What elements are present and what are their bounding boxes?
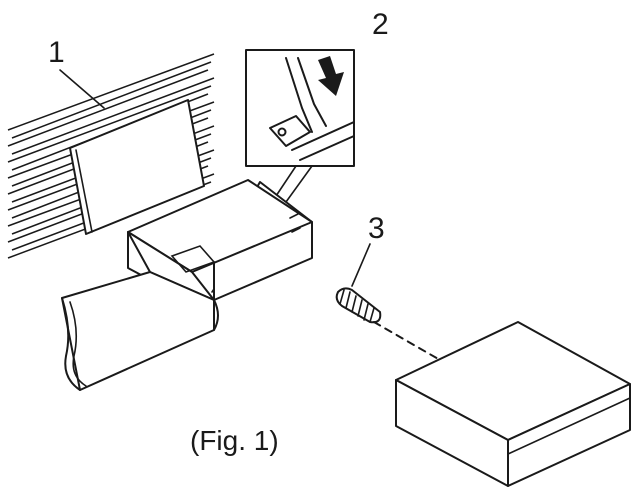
head-unit-faceplate-edge bbox=[507, 397, 631, 455]
dashboard-panel bbox=[7, 53, 215, 259]
detail-inset-hole bbox=[277, 127, 287, 137]
dashboard-hatch-line bbox=[7, 69, 209, 147]
mounting-bolt-guide-line bbox=[373, 321, 441, 361]
dashboard-opening bbox=[69, 99, 205, 235]
callout-1: 1 bbox=[48, 36, 65, 69]
mounting-sleeve bbox=[127, 179, 313, 301]
mounting-bolt-body bbox=[335, 287, 382, 324]
dashboard-shelf-inner-edge bbox=[69, 301, 87, 387]
detail-inset-sleeve-edge bbox=[291, 121, 355, 161]
mounting-bolt-threads bbox=[339, 289, 375, 323]
arrow-down-icon bbox=[318, 56, 344, 96]
detail-inset-frame bbox=[245, 49, 355, 167]
mounting-sleeve-tab bbox=[170, 245, 216, 273]
callout-leader-1 bbox=[59, 69, 105, 109]
mounting-bolt bbox=[335, 243, 441, 361]
dashboard-hatch-line bbox=[11, 77, 215, 155]
dashboard-shelf bbox=[61, 271, 219, 391]
head-unit-side bbox=[507, 383, 631, 487]
detail-inset bbox=[211, 49, 355, 297]
detail-inset-tool bbox=[285, 57, 327, 133]
dashboard-hatch-line bbox=[11, 61, 212, 139]
mounting-sleeve-slot bbox=[289, 213, 301, 233]
detail-inset-tab bbox=[269, 115, 311, 147]
callout-3: 3 bbox=[368, 212, 385, 245]
dashboard-shelf-right-edge bbox=[213, 299, 219, 331]
callout-2: 2 bbox=[372, 8, 389, 41]
dashboard-shelf-left-edge bbox=[61, 297, 81, 391]
dashboard-hatch-line bbox=[7, 85, 212, 163]
head-unit bbox=[395, 321, 631, 487]
figure-caption: (Fig. 1) bbox=[190, 425, 279, 456]
dashboard-hatch-line bbox=[7, 53, 215, 131]
dashboard-shelf-top bbox=[61, 271, 215, 391]
callout-leader-3 bbox=[351, 243, 371, 287]
dashboard-opening-inner-edge bbox=[75, 149, 93, 233]
